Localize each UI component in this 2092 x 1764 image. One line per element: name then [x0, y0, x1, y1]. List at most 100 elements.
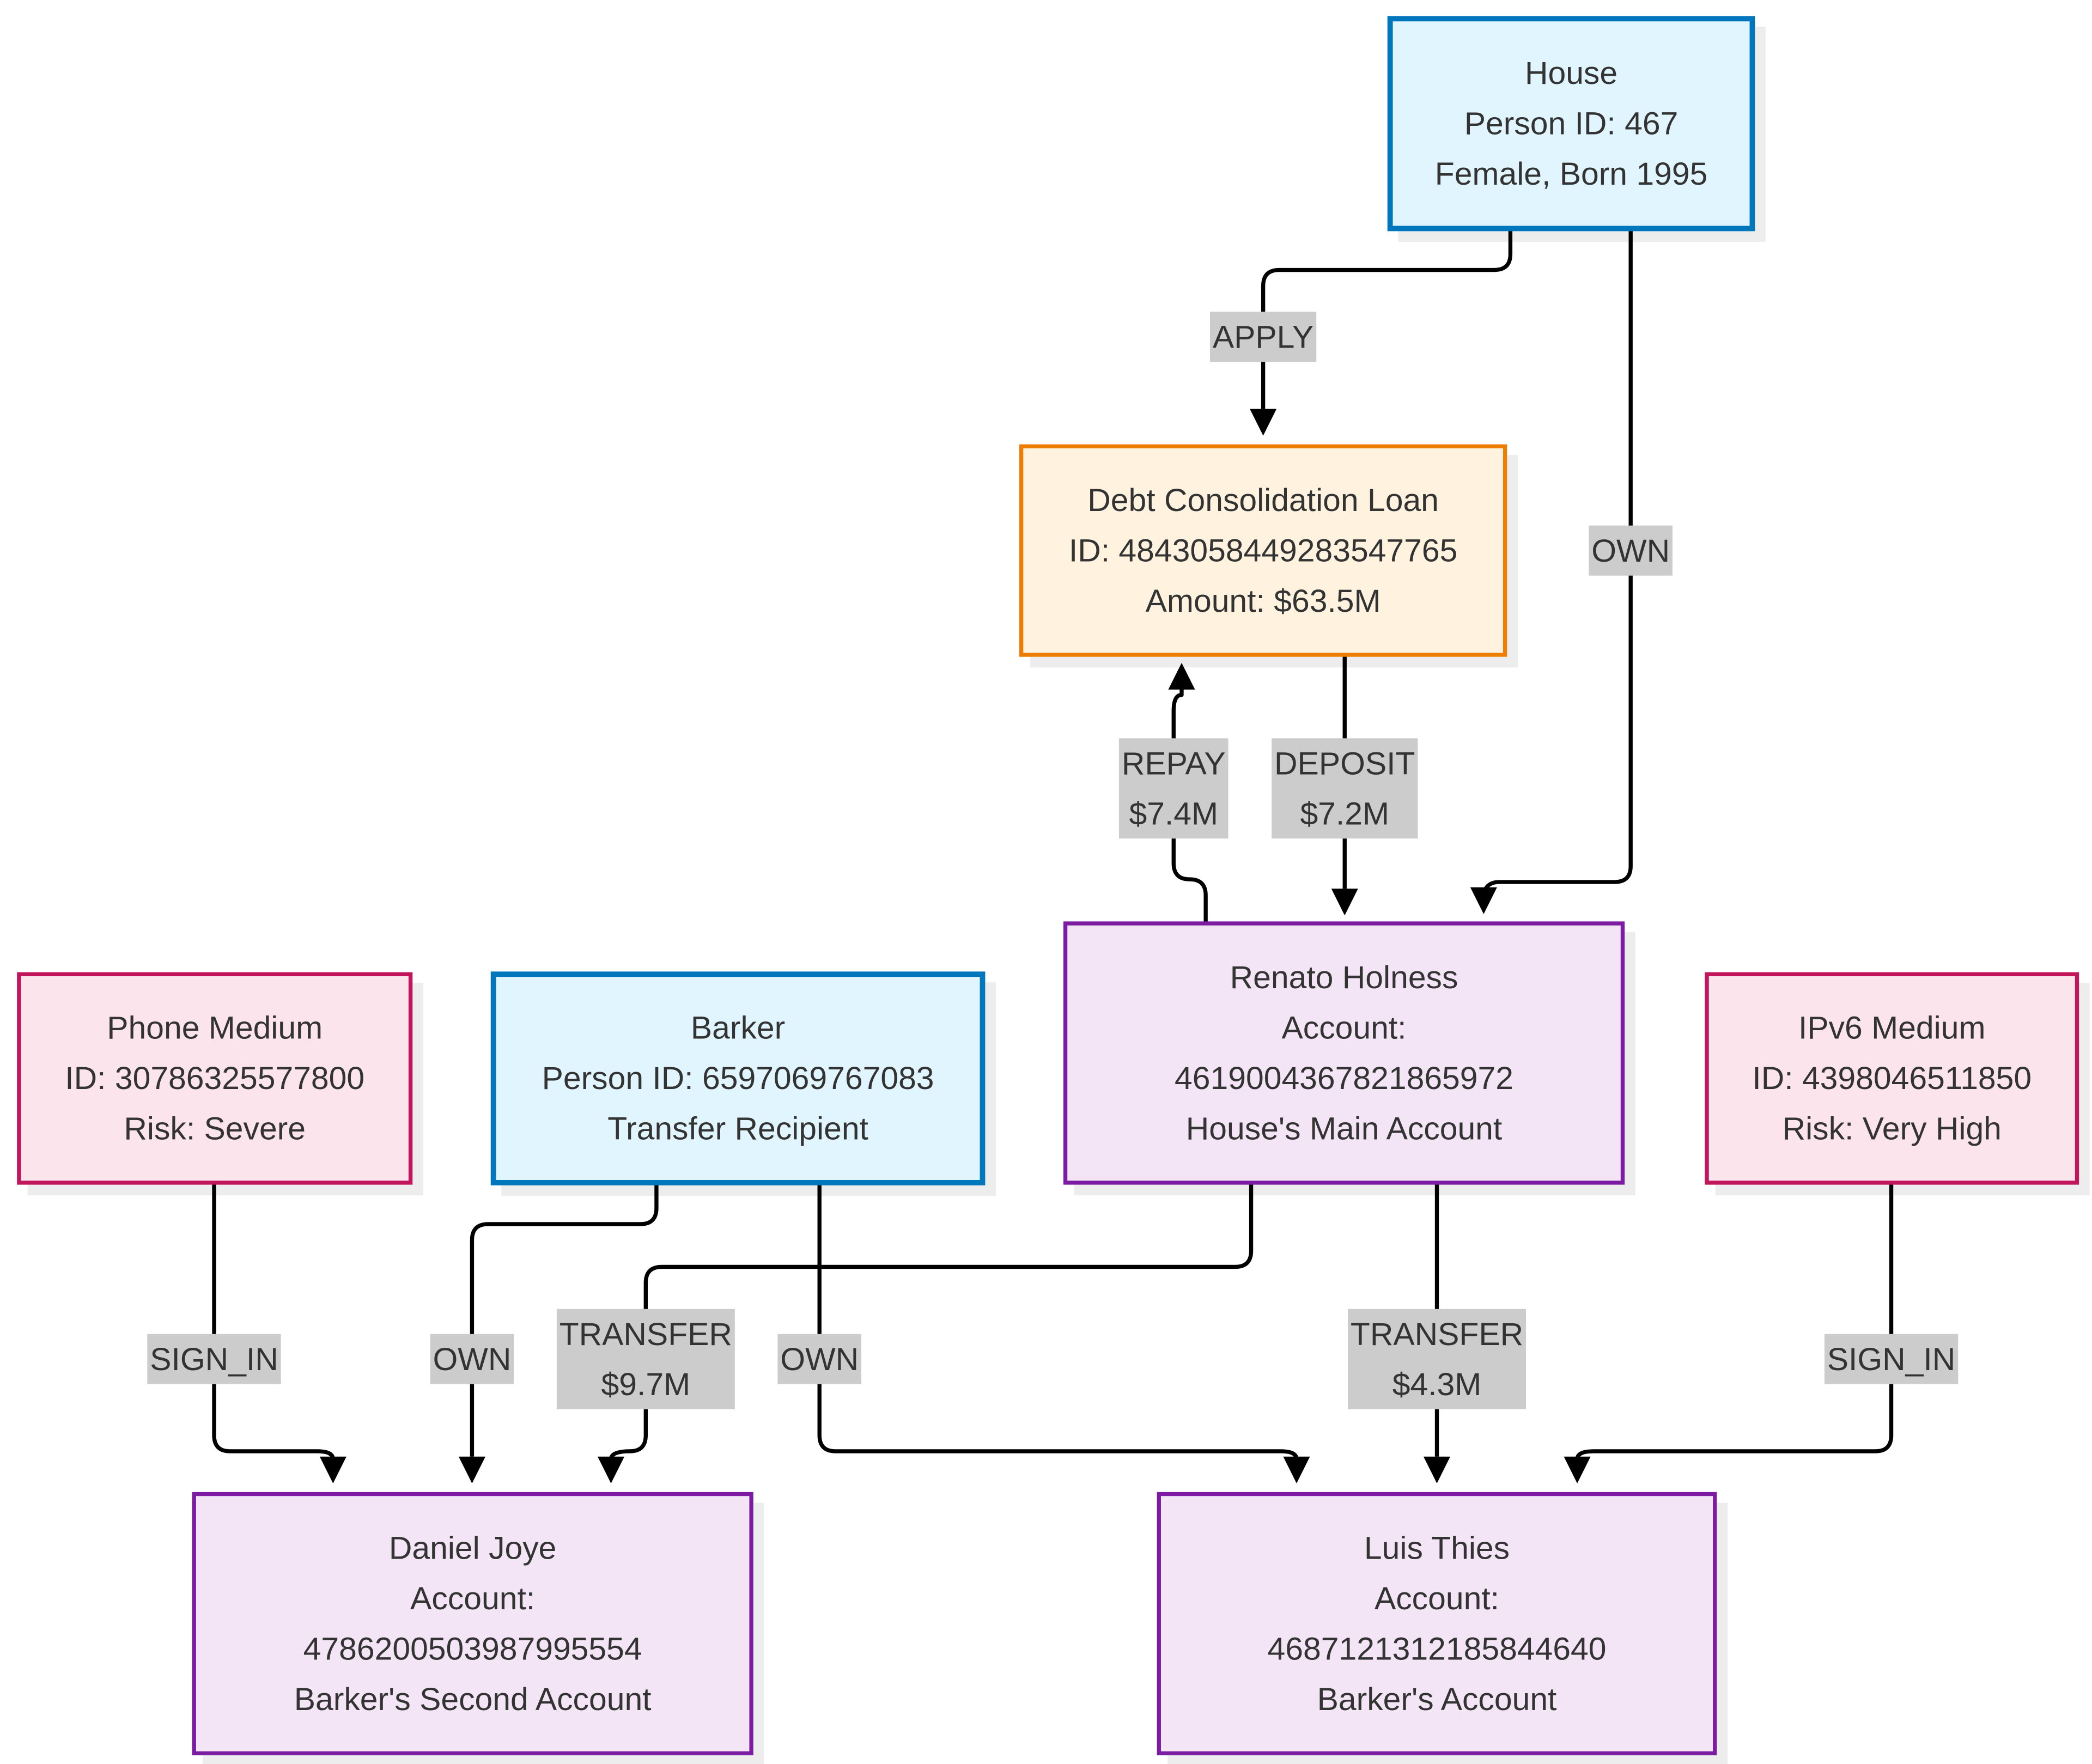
edge-label-ipv6-signin-luis: SIGN_IN — [1824, 1334, 1959, 1384]
edge-house-own-renato — [1470, 228, 1633, 914]
edge-label-text: OWN — [780, 1342, 859, 1377]
edge-label-text: APPLY — [1213, 319, 1313, 355]
node-label-line: Daniel Joye — [389, 1530, 557, 1566]
account-box — [192, 1492, 753, 1756]
edge-label-bg — [1210, 312, 1317, 362]
account-box — [1063, 921, 1625, 1185]
edge-label-text: REPAY — [1122, 746, 1226, 782]
edge-label-house-own-renato: OWN — [1589, 525, 1673, 576]
node-label-line: Person ID: 6597069767083 — [542, 1061, 934, 1096]
arrowhead-icon — [458, 1456, 485, 1483]
node-label-line: Female, Born 1995 — [1435, 156, 1708, 192]
edge-label-text: $4.3M — [1392, 1367, 1482, 1402]
edge-label-bg — [777, 1334, 862, 1384]
node-label-line: Barker — [691, 1011, 785, 1046]
arrowhead-icon — [1564, 1456, 1591, 1483]
edge-label-barker-own-daniel: OWN — [430, 1334, 514, 1384]
edge-renato-transfer-daniel — [598, 1182, 1254, 1483]
node-label-line: Debt Consolidation Loan — [1087, 483, 1439, 518]
node-label-line: 4619004367821865972 — [1175, 1061, 1513, 1096]
edge-label-text: OWN — [433, 1342, 512, 1377]
node-label-line: Account: — [1375, 1581, 1499, 1616]
node-label-line: Luis Thies — [1364, 1530, 1510, 1566]
arrowhead-icon — [1250, 409, 1277, 436]
account-box — [1157, 1492, 1717, 1756]
medium-box — [17, 972, 413, 1185]
node-label-line: House — [1525, 56, 1617, 91]
edge-line — [1171, 686, 1208, 924]
arrowhead-icon — [598, 1456, 625, 1483]
node-label-line: Renato Holness — [1230, 960, 1458, 995]
arrowhead-icon — [319, 1456, 346, 1483]
edge-label-bg — [147, 1334, 281, 1384]
edge-ipv6-signin-luis — [1564, 1182, 1894, 1483]
edge-labels-layer: APPLY OWN REPAY $7.4M DEPOSIT $7.2M SIGN_IN OWN… — [147, 312, 1959, 1409]
node-label-line: Phone Medium — [107, 1011, 323, 1046]
edge-line — [609, 1182, 1254, 1460]
loan-box — [1019, 444, 1507, 657]
node-label-line: Account: — [1282, 1010, 1407, 1045]
node-label-line: Risk: Very High — [1783, 1111, 2002, 1147]
edge-label-renato-transfer-daniel: TRANSFER $9.7M — [556, 1309, 735, 1409]
edge-label-renato-repay-loan: REPAY $7.4M — [1118, 738, 1229, 839]
node-label-line: 4786200503987995554 — [303, 1631, 642, 1666]
person-box — [490, 971, 986, 1185]
edge-phone-signin-daniel — [212, 1182, 346, 1483]
edge-house-apply-loan — [1250, 228, 1513, 436]
node-label-line: 4687121312185844640 — [1268, 1631, 1607, 1666]
edge-line — [470, 1182, 659, 1457]
edge-label-text: SIGN_IN — [150, 1342, 278, 1377]
node-label-line: Transfer Recipient — [607, 1111, 868, 1147]
edge-label-bg — [1589, 525, 1673, 576]
edge-label-bg — [430, 1334, 514, 1384]
arrowhead-icon — [1168, 662, 1195, 690]
arrowhead-icon — [1331, 889, 1358, 916]
edge-label-barker-own-luis: OWN — [777, 1334, 862, 1384]
node-label-line: Barker's Second Account — [294, 1682, 652, 1717]
edge-label-bg — [1272, 738, 1418, 839]
edge-renato-repay-loan — [1168, 662, 1208, 924]
edge-label-text: $9.7M — [601, 1367, 691, 1402]
node-label-line: House's Main Account — [1186, 1111, 1503, 1146]
edge-label-phone-signin-daniel: SIGN_IN — [147, 1334, 281, 1384]
edge-label-loan-deposit-renato: DEPOSIT $7.2M — [1272, 738, 1418, 839]
edge-label-bg — [1118, 738, 1229, 839]
node-label-line: Amount: $63.5M — [1146, 583, 1381, 619]
person-box — [1387, 16, 1755, 232]
edge-label-bg — [1824, 1334, 1959, 1384]
edge-label-text: TRANSFER — [560, 1317, 732, 1352]
edge-line — [1575, 1182, 1894, 1460]
node-label-line: Person ID: 467 — [1464, 106, 1679, 142]
edge-line — [1261, 228, 1513, 409]
edge-label-renato-transfer-luis: TRANSFER $4.3M — [1348, 1309, 1527, 1409]
arrowhead-icon — [1283, 1456, 1310, 1483]
arrowhead-icon — [1470, 887, 1497, 914]
medium-box — [1705, 972, 2079, 1185]
edges-layer — [212, 228, 1894, 1483]
node-label-line: Risk: Severe — [124, 1111, 306, 1147]
edge-label-text: OWN — [1591, 533, 1670, 569]
edge-label-bg — [1348, 1309, 1527, 1409]
node-label-line: Account: — [410, 1581, 535, 1616]
arrowhead-icon — [1423, 1456, 1451, 1483]
node-label-line: IPv6 Medium — [1798, 1011, 1985, 1046]
node-label-line: Barker's Account — [1317, 1682, 1557, 1717]
edge-label-text: TRANSFER — [1351, 1317, 1523, 1352]
edge-label-text: DEPOSIT — [1274, 746, 1415, 782]
node-label-line: ID: 30786325577800 — [65, 1061, 364, 1096]
edge-line — [212, 1182, 335, 1460]
edge-line — [817, 1182, 1299, 1460]
edge-label-text: $7.4M — [1129, 796, 1218, 832]
node-label-line: ID: 4843058449283547765 — [1069, 533, 1458, 568]
edge-label-text: $7.2M — [1300, 796, 1389, 832]
